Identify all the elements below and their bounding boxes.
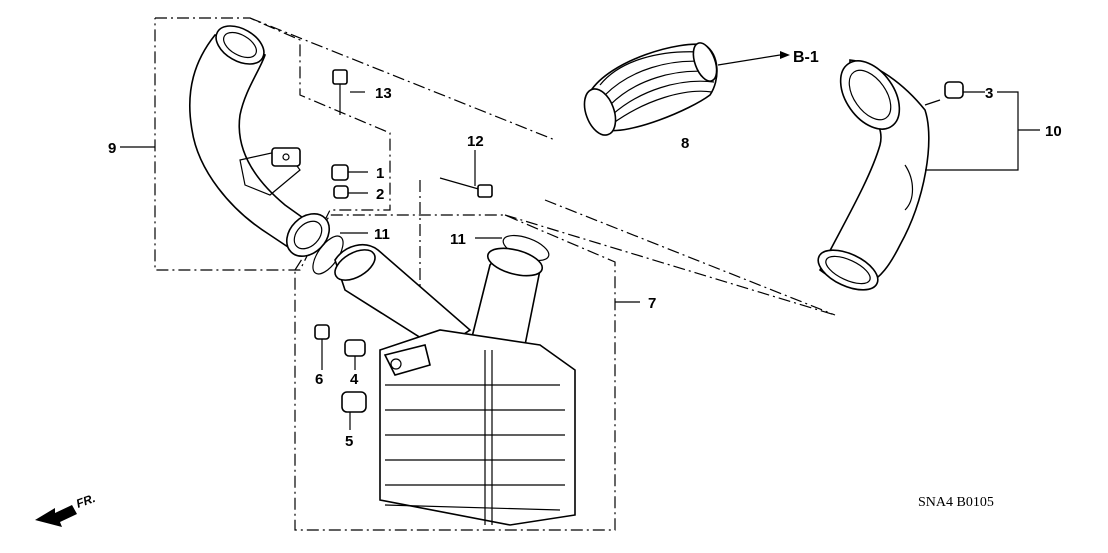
collar-part-2 [333, 185, 368, 199]
group-bracket-7 [294, 214, 640, 531]
grommet-part-1 [331, 164, 368, 181]
callout-11-right: 11 [450, 231, 466, 248]
bolt-part-13 [332, 69, 365, 115]
callout-13: 13 [375, 85, 392, 102]
callout-2: 2 [376, 186, 384, 203]
callout-4: 4 [350, 371, 359, 388]
callout-8: 8 [681, 135, 689, 152]
grommet-part-5 [341, 391, 367, 430]
callout-3: 3 [985, 85, 993, 102]
bolt-part-12 [439, 150, 493, 198]
callout-5: 5 [345, 433, 353, 450]
callout-6: 6 [315, 371, 323, 388]
front-marker-label: FR. [74, 491, 97, 511]
group-bracket-9 [120, 17, 391, 271]
callout-9: 9 [108, 140, 116, 157]
grommet-part-4 [344, 339, 366, 370]
callout-11-left: 11 [374, 226, 390, 243]
air-cleaner-part-7 [334, 244, 576, 526]
intake-duct-part-9 [189, 25, 331, 258]
front-arrow-icon [35, 505, 77, 527]
grommet-part-3 [944, 81, 985, 99]
callout-7: 7 [648, 295, 656, 312]
boot-part-8 [583, 42, 790, 136]
collar-part-6 [314, 324, 330, 370]
group-bracket-10 [925, 91, 1040, 171]
diagram-code: SNA4 B0105 [918, 495, 994, 510]
callout-12: 12 [467, 133, 484, 150]
duct-part-10 [817, 59, 941, 291]
reference-label: B-1 [793, 49, 819, 66]
callout-1: 1 [376, 165, 384, 182]
callout-10: 10 [1045, 123, 1062, 140]
